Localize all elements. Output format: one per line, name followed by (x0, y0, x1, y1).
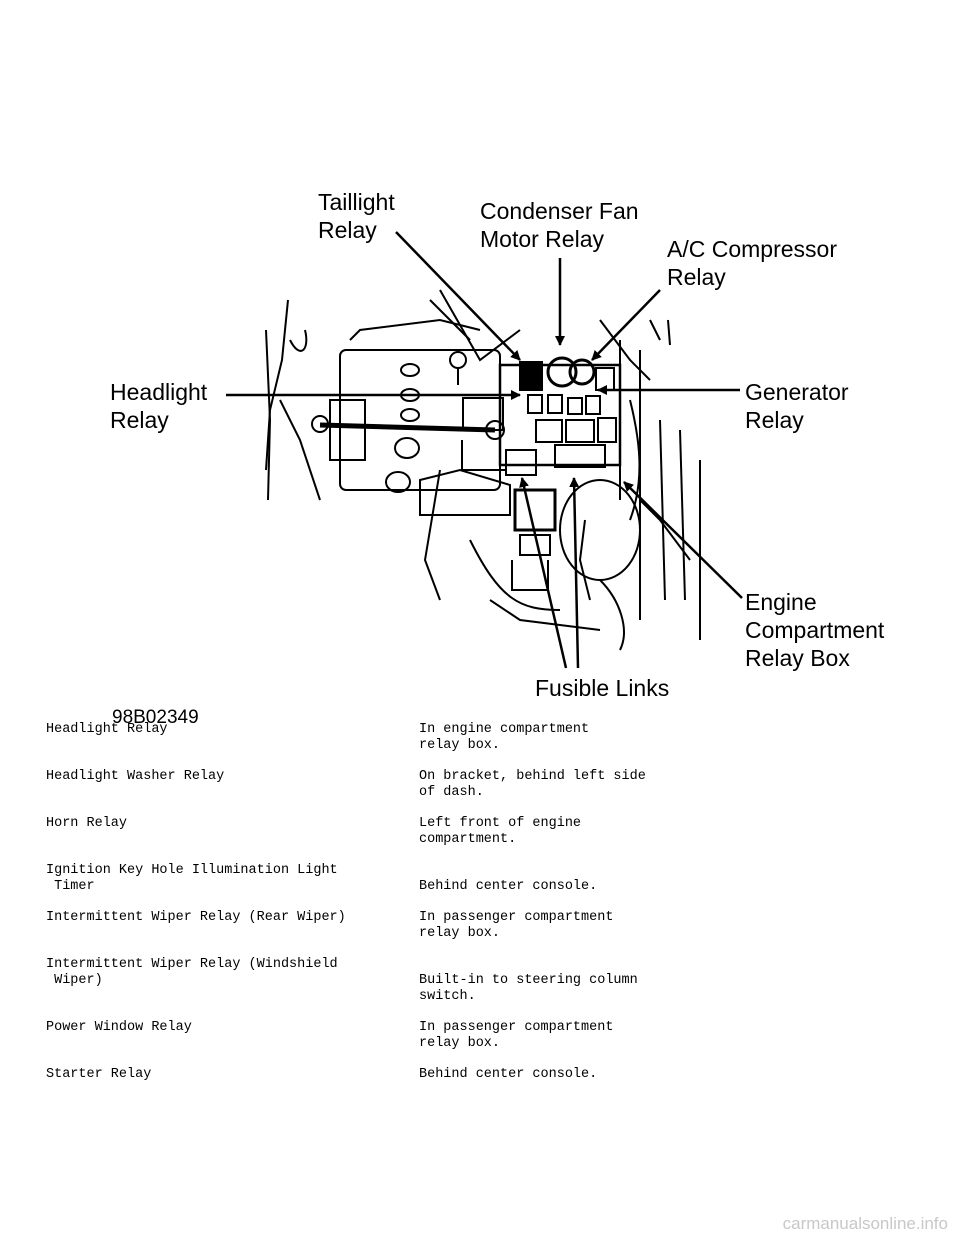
component-location: In passenger compartment relay box. (419, 910, 614, 941)
component-location: On bracket, behind left side of dash. (419, 769, 646, 800)
relay-location-table: Headlight Relay In engine compartment rel… (46, 722, 926, 1098)
component-location: Behind center console. (419, 879, 598, 894)
callout-line: Compartment (745, 617, 885, 643)
callout-ac-compressor-relay: A/C Compressor Relay (667, 236, 843, 290)
component-location: Built-in to steering column switch. (419, 973, 638, 1004)
relay-location-diagram: Taillight Relay Condenser Fan Motor Rela… (110, 189, 891, 728)
callout-line: Relay (318, 217, 377, 243)
callout-line: Headlight (110, 379, 208, 405)
component-name: Horn Relay (46, 816, 128, 831)
watermark: carmanualsonline.info (782, 1214, 948, 1233)
table-row: Headlight Washer Relay On bracket, behind… (46, 769, 926, 801)
table-row: Headlight Relay In engine compartment rel… (46, 722, 926, 754)
table-row: Power Window Relay In passenger compartme… (46, 1020, 926, 1052)
component-name: Headlight Relay (46, 722, 168, 737)
callout-line: Relay (745, 407, 804, 433)
callout-line: Taillight (318, 189, 395, 215)
table-row: Intermittent Wiper Relay (Rear Wiper) In … (46, 910, 926, 942)
component-name: Intermittent Wiper Relay (Windshield Wip… (46, 957, 338, 988)
callout-line: Motor Relay (480, 226, 604, 252)
callout-fusible-links: Fusible Links (535, 675, 669, 701)
callout-line: Relay (110, 407, 169, 433)
callout-headlight-relay: Headlight Relay (110, 379, 214, 433)
component-location: In passenger compartment relay box. (419, 1020, 614, 1051)
table-row: Starter Relay Behind center console. (46, 1067, 926, 1083)
component-location: Behind center console. (419, 1067, 598, 1082)
leader-lines (226, 231, 743, 669)
callout-line: Fusible Links (535, 675, 669, 701)
table-row: Ignition Key Hole Illumination Light Tim… (46, 863, 926, 895)
callout-line: Relay Box (745, 645, 850, 671)
component-name: Starter Relay (46, 1067, 152, 1082)
callout-engine-compartment-relay-box: Engine Compartment Relay Box (745, 589, 891, 671)
figure-id: 98B02349 (112, 707, 199, 728)
callout-generator-relay: Generator Relay (745, 379, 855, 433)
callout-line: Relay (667, 264, 726, 290)
component-location: Left front of engine compartment. (419, 816, 582, 847)
callout-condenser-fan-motor-relay: Condenser Fan Motor Relay (480, 198, 645, 252)
component-name: Headlight Washer Relay (46, 769, 225, 784)
component-name: Intermittent Wiper Relay (Rear Wiper) (46, 910, 346, 925)
callout-taillight-relay: Taillight Relay (318, 189, 401, 243)
callout-line: Engine (745, 589, 817, 615)
component-location: In engine compartment relay box. (419, 722, 590, 753)
engine-compartment-drawing (265, 289, 701, 651)
table-row: Horn Relay Left front of engine compartme… (46, 816, 926, 848)
component-name: Power Window Relay (46, 1020, 192, 1035)
callout-line: Generator (745, 379, 849, 405)
component-name: Ignition Key Hole Illumination Light Tim… (46, 863, 338, 894)
callout-line: A/C Compressor (667, 236, 837, 262)
callout-line: Condenser Fan (480, 198, 639, 224)
table-row: Intermittent Wiper Relay (Windshield Wip… (46, 957, 926, 1005)
